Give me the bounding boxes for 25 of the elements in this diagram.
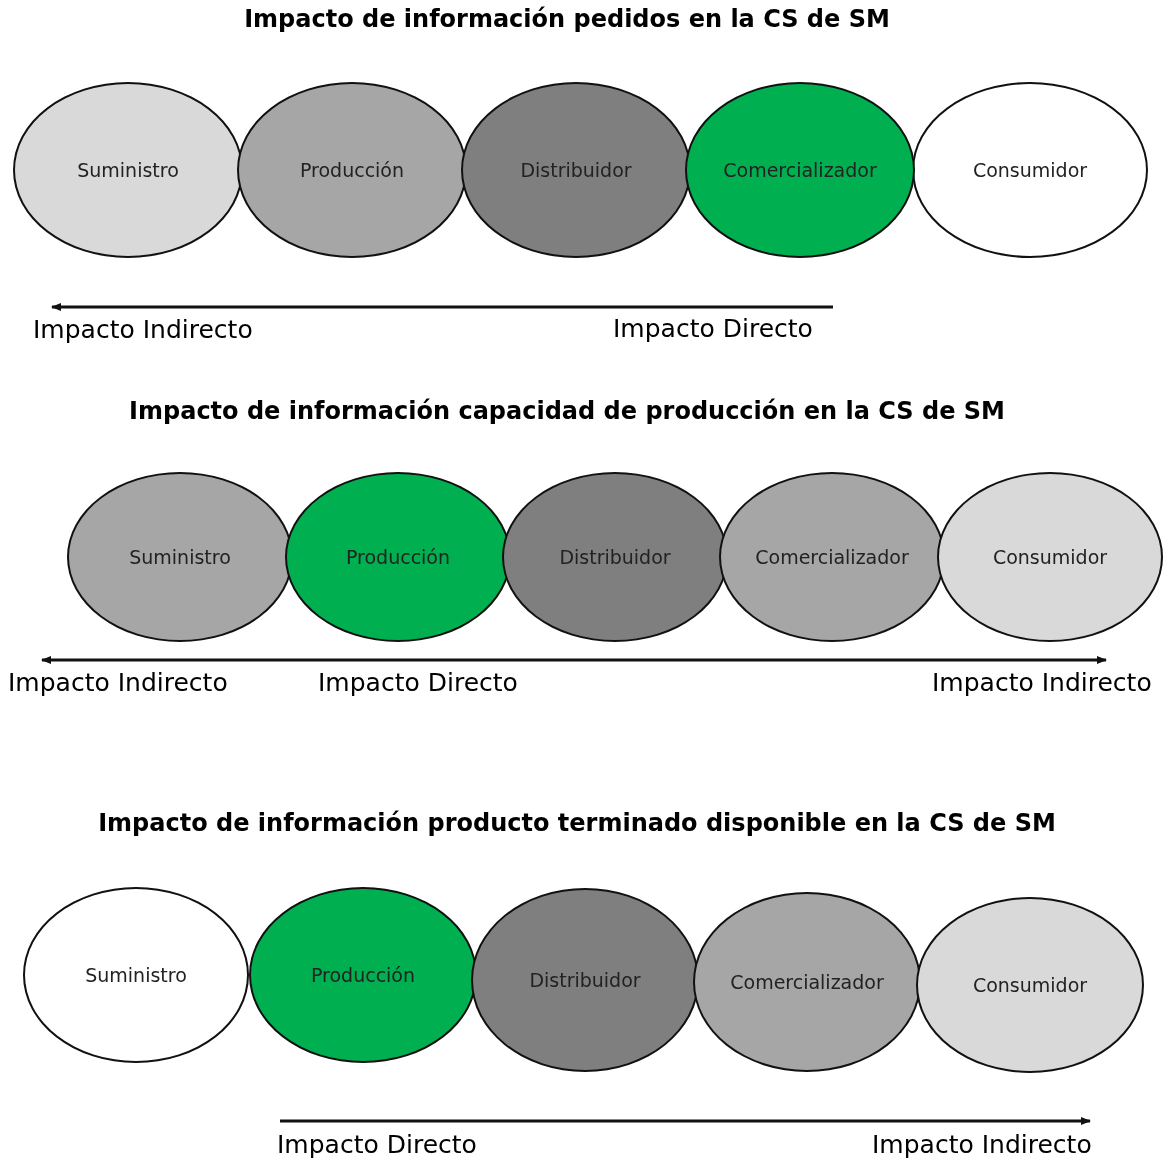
stage-label: Consumidor <box>972 974 1088 996</box>
stage-label: Comercializador <box>723 159 877 181</box>
stage-label: Producción <box>310 964 416 986</box>
stage-label: Consumidor <box>992 546 1108 568</box>
impact-label: Impacto Indirecto <box>872 1130 1092 1159</box>
stage-label: Consumidor <box>972 159 1088 181</box>
heading: Impacto de información producto terminado disponible en la CS de SM <box>98 809 1056 837</box>
impact-label: Impacto Directo <box>277 1130 477 1159</box>
impact-label: Impacto Directo <box>318 668 518 697</box>
stage-label: Producción <box>299 159 405 181</box>
stage-label: Producción <box>345 546 451 568</box>
stage-label: Suministro <box>129 546 231 568</box>
stage-label: Suministro <box>85 964 187 986</box>
impact-label: Impacto Indirecto <box>932 668 1152 697</box>
stage-label: Distribuidor <box>529 969 641 991</box>
stage-label: Distribuidor <box>559 546 671 568</box>
stage-label: Suministro <box>77 159 179 181</box>
heading: Impacto de información pedidos en la CS de SM <box>244 5 890 33</box>
stage-label: Comercializador <box>755 546 909 568</box>
impact-label: Impacto Indirecto <box>33 315 253 344</box>
stage-label: Comercializador <box>730 971 884 993</box>
impact-label: Impacto Indirecto <box>8 668 228 697</box>
impact-label: Impacto Directo <box>613 314 813 343</box>
heading: Impacto de información capacidad de producción en la CS de SM <box>129 397 1005 425</box>
stage-label: Distribuidor <box>520 159 632 181</box>
